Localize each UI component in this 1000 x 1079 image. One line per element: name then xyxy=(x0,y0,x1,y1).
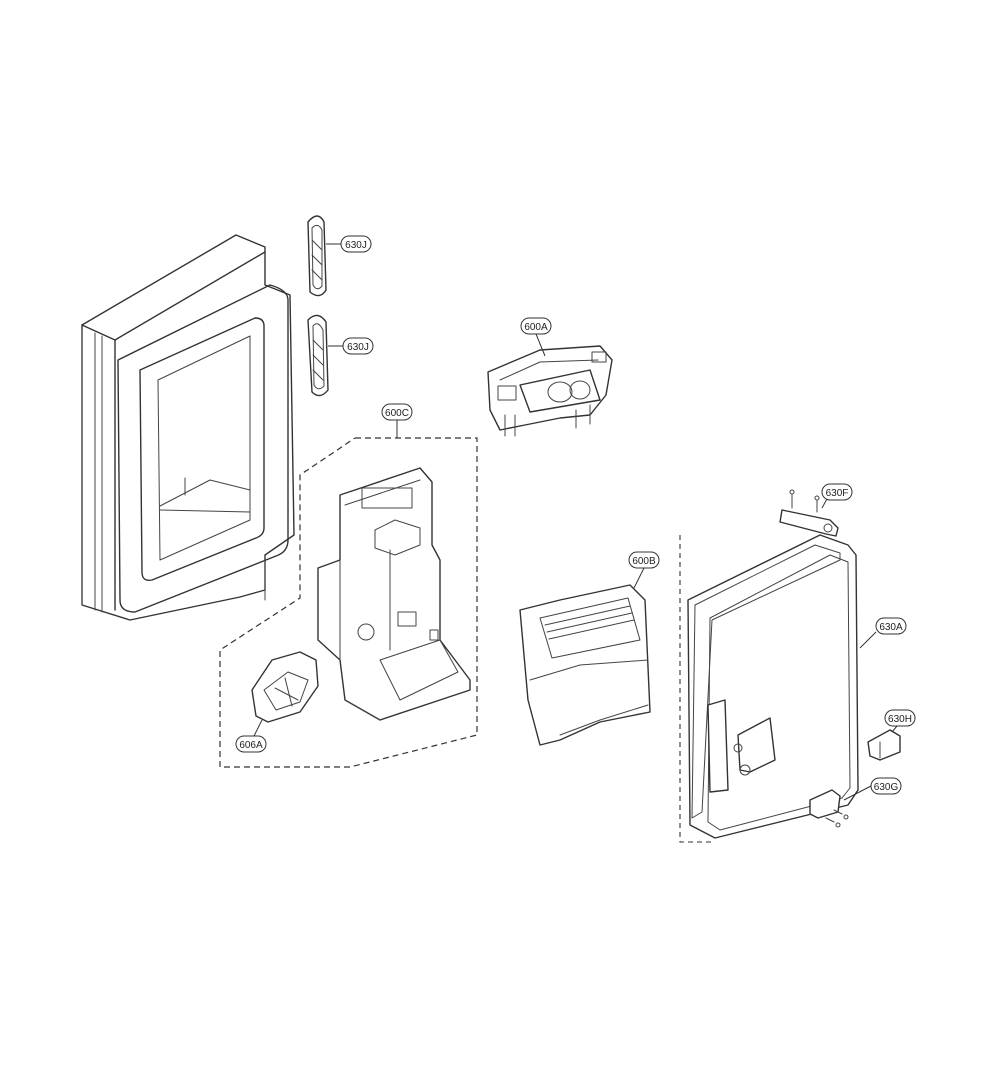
part-630f-hinge xyxy=(779,489,839,537)
callout-630j-a-label: 630J xyxy=(345,240,367,251)
part-600c-dispenser-housing xyxy=(317,467,471,721)
part-630h-bracket xyxy=(867,729,901,761)
callout-630j-b-label: 630J xyxy=(347,342,369,353)
callout-606a-label: 606A xyxy=(239,740,263,751)
callout-630h: 630H xyxy=(884,709,916,727)
part-630g-lower-hinge xyxy=(809,789,849,828)
callout-630f: 630F xyxy=(821,483,853,501)
callout-600b-label: 600B xyxy=(632,556,656,567)
callout-630j-b: 630J xyxy=(342,337,374,355)
part-600a-actuator xyxy=(487,345,613,437)
part-630j-upper xyxy=(307,215,327,297)
assembly-630a-boundary xyxy=(679,535,712,843)
callout-606a: 606A xyxy=(235,735,267,753)
callout-630j-a: 630J xyxy=(340,235,372,253)
callout-600a: 600A xyxy=(520,317,552,335)
part-630j-lower xyxy=(307,314,329,397)
callout-600b: 600B xyxy=(628,551,660,569)
callout-630g: 630G xyxy=(870,777,902,795)
callout-630g-label: 630G xyxy=(874,782,899,793)
callout-630a-label: 630A xyxy=(879,622,903,633)
callout-630f-label: 630F xyxy=(826,488,849,499)
door-frame-part xyxy=(81,234,295,621)
callout-600c: 600C xyxy=(381,403,413,421)
callout-630a: 630A xyxy=(875,617,907,635)
assembly-600c-boundary xyxy=(219,437,478,768)
callout-600a-label: 600A xyxy=(524,322,548,333)
part-600b-cover xyxy=(519,584,651,746)
callout-600c-label: 600C xyxy=(385,408,409,419)
part-630a-door-panel xyxy=(687,534,859,839)
part-606a-paddle xyxy=(251,651,319,723)
callout-630h-label: 630H xyxy=(888,714,912,725)
